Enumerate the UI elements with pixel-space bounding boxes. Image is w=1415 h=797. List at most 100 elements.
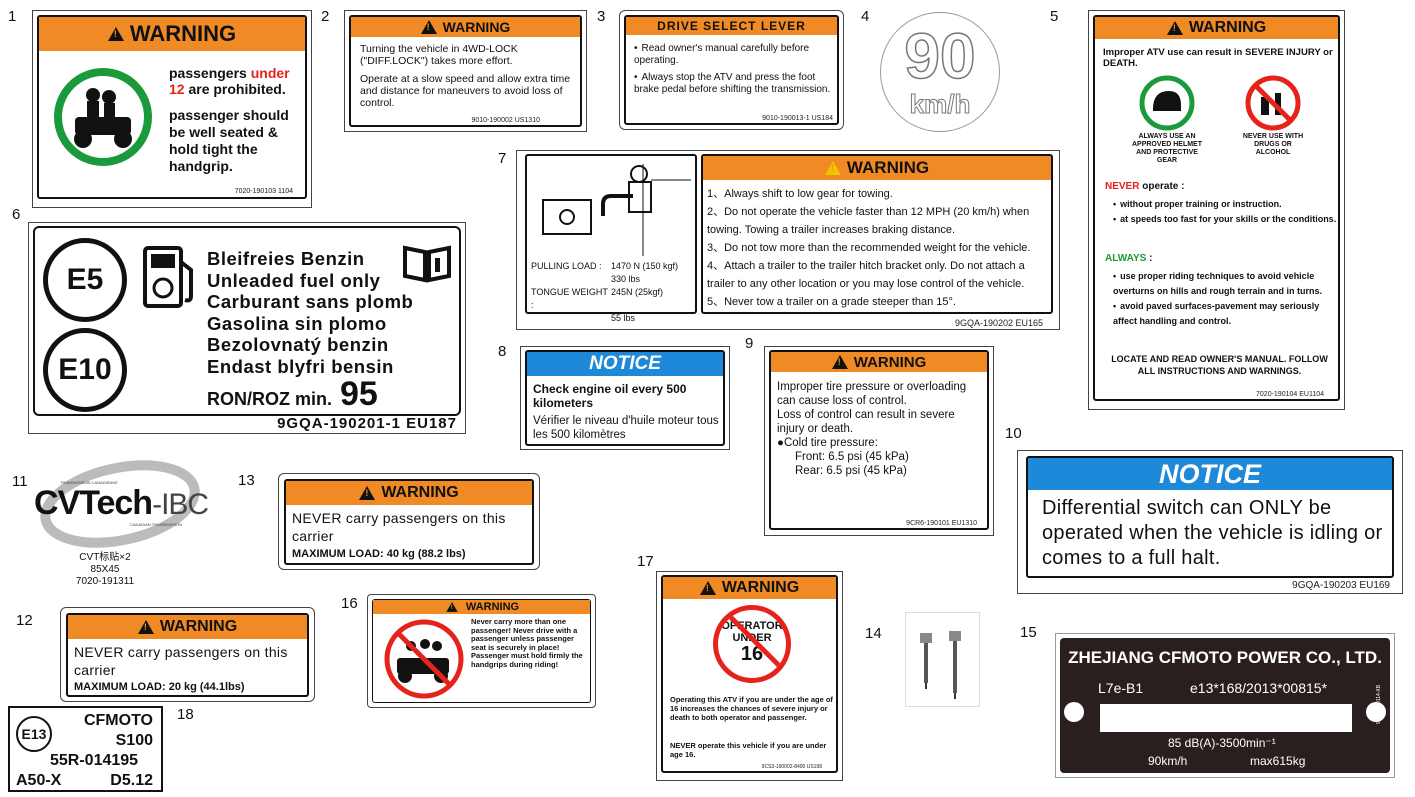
max-load-text: MAXIMUM LOAD: 40 kg (88.2 lbs) (292, 548, 466, 560)
part-code: 7020-190103 1104 (234, 188, 293, 195)
part-code: 9GQA-190203 EU169 (1292, 580, 1390, 591)
warning-header: WARNING (663, 577, 836, 599)
label-number-2: 2 (321, 8, 330, 25)
warning-header: WARNING (771, 352, 987, 372)
passenger-seat-text: passenger should be well seated & hold t… (169, 107, 289, 174)
towing-item-1: 1、Always shift to low gear for towing. (707, 188, 893, 200)
label-towing: PULLING LOAD :1470 N (150 kgf) 330 lbs T… (516, 150, 1060, 330)
always-item-2: avoid paved surfaces-pavement may seriou… (1113, 299, 1338, 329)
no-passenger-atv-icon (54, 68, 152, 166)
cvtech-size: 85X45 (90, 564, 120, 575)
vin-category: L7e-B1 (1098, 680, 1144, 696)
pulling-load-value: 1470 N (150 kgf) (611, 261, 679, 271)
towing-item-5: 5、Never tow a trailer on a grade steeper… (707, 296, 956, 308)
never-item-2: at speeds too fast for your skills or th… (1113, 212, 1338, 227)
vin-max-speed: 90km/h (1148, 754, 1188, 768)
warning-triangle-icon (137, 620, 154, 634)
pulling-load-lbs: 330 lbs (611, 274, 641, 284)
label-number-14: 14 (865, 625, 882, 642)
part-code: 9GQA-190202 EU165 (954, 318, 1043, 328)
tongue-weight-label: TONGUE WEIGHT : (531, 287, 608, 310)
label-number-5: 5 (1050, 8, 1059, 25)
always-item-1: use proper riding techniques to avoid ve… (1113, 269, 1338, 299)
warning-title: WARNING (721, 579, 800, 596)
warning-title: WARNING (846, 158, 930, 177)
fuel-text-de: Bleifreies Benzin (207, 248, 365, 269)
approval-number: 55R-014195 (50, 752, 139, 769)
part-code: 9010-190013-1 US184 (762, 115, 833, 122)
towing-item-4: 4、Attach a trailer to the trailer hitch … (707, 260, 1025, 290)
part-code: 7020-190104 EU1104 (1256, 391, 1324, 398)
warning-header: WARNING (703, 156, 1051, 180)
lever-instructions: Read owner's manual carefully before ope… (634, 43, 836, 96)
label-number-9: 9 (745, 335, 754, 352)
vin-plate-body: ZHEJIANG CFMOTO POWER CO., LTD. L7e-B1 e… (1060, 638, 1390, 773)
cold-pressure-label: ●Cold tire pressure: (777, 437, 878, 449)
no-operator-under-16-icon: OPERATOR UNDER 16 (713, 605, 791, 683)
cvtech-subtitle-bottom: CANADIAN TRANSMISSION (130, 522, 183, 527)
warning-triangle-icon (1166, 21, 1183, 35)
label-number-17: 17 (637, 553, 654, 570)
drugs-caption: NEVER USE WITH DRUGS OR ALCOHOL (1242, 133, 1304, 156)
part-code: 9CR6-190101 EU1310 (906, 520, 977, 527)
warning-header: WARNING (286, 481, 532, 505)
label-tire-pressure: WARNING Improper tire pressure or overlo… (764, 346, 994, 536)
label-number-18: 18 (177, 706, 194, 723)
misuse-intro: Improper ATV use can result in SEVERE IN… (1103, 47, 1333, 69)
warning-triangle-icon (831, 355, 848, 369)
cvtech-subtitle-top: TRANSMISSION CANADIENNE (60, 480, 118, 485)
fuel-text-es: Gasolina sin plomo (207, 312, 387, 334)
owners-manual-icon (403, 245, 451, 283)
towing-item-3: 3、Do not tow more than the recommended w… (707, 242, 1031, 254)
warning-title: WARNING (465, 601, 520, 613)
label-number-7: 7 (498, 150, 507, 167)
tire-injury-text: Loss of control can result in severe inj… (777, 409, 955, 435)
vin-manufacturer: ZHEJIANG CFMOTO POWER CO., LTD. (1068, 648, 1382, 667)
sign-age: 16 (740, 643, 764, 665)
helmet-icon (1139, 75, 1195, 131)
label-drive-select-lever: DRIVE SELECT LEVER Read owner's manual c… (619, 10, 844, 130)
towing-instructions: 1、Always shift to low gear for towing. 2… (707, 185, 1051, 311)
vin-blank-field (1100, 704, 1352, 732)
lever-instruction-2: Always stop the ATV and press the foot b… (634, 72, 836, 96)
rivet-hole-right (1366, 702, 1386, 722)
warning-header: WARNING (351, 17, 580, 37)
warning-header: WARNING (1095, 17, 1338, 39)
e13-text: E13 (21, 726, 47, 742)
label-cvtech-logo: TRANSMISSION CANADIENNE CVTech-IBC CANAD… (30, 460, 215, 590)
cvtech-swoosh-icon (40, 460, 200, 548)
notice-header: NOTICE (1028, 458, 1392, 490)
tongue-weight-lbs: 55 lbs (611, 313, 636, 323)
code-a: A50-X (16, 772, 62, 789)
warning-title: WARNING (159, 618, 238, 635)
no-passenger-text: NEVER carry passengers on this carrier (74, 644, 288, 678)
octane-value: 95 (340, 375, 378, 413)
never-item-1: without proper training or instruction. (1113, 197, 1338, 212)
part-code: 9GQA-190201-1 EU187 (277, 415, 457, 432)
brand-name: CFMOTO (83, 712, 153, 729)
under-16-never-text: NEVER operate this vehicle if you are un… (670, 741, 827, 759)
vin-max-mass: max615kg (1250, 754, 1306, 768)
label-4wd-lock: WARNING Turning the vehicle in 4WD-LOCK … (344, 10, 587, 132)
model-name: S100 (115, 732, 153, 749)
label-number-4: 4 (861, 8, 870, 25)
warning-title: WARNING (1188, 19, 1267, 36)
lever-header: DRIVE SELECT LEVER (626, 17, 837, 35)
label-number-8: 8 (498, 343, 507, 360)
e13-mark: E13 (16, 716, 52, 752)
always-list: use proper riding techniques to avoid ve… (1113, 269, 1338, 329)
e5-label: E5 (66, 263, 104, 296)
label-number-15: 15 (1020, 624, 1037, 641)
part-code: 9CS3-190002-8400 US198 (761, 764, 822, 770)
warning-title: WARNING (442, 19, 511, 35)
label-operator-under-16: WARNING OPERATOR UNDER 16 Operating this… (656, 571, 843, 781)
no-passenger-text: NEVER carry passengers on this carrier (292, 510, 506, 544)
label-one-passenger: WARNING Never carry more than one passen… (367, 594, 596, 708)
tongue-weight-value: 245N (25kgf) (611, 287, 664, 297)
fuel-text-en: Unleaded fuel only (207, 269, 381, 291)
helmet-caption: ALWAYS USE AN APPROVED HELMET AND PROTEC… (1131, 133, 1202, 164)
load-ratings: PULLING LOAD :1470 N (150 kgf) 330 lbs T… (531, 260, 697, 325)
notice-header: NOTICE (527, 352, 723, 376)
rivet-hole-left (1064, 702, 1084, 722)
